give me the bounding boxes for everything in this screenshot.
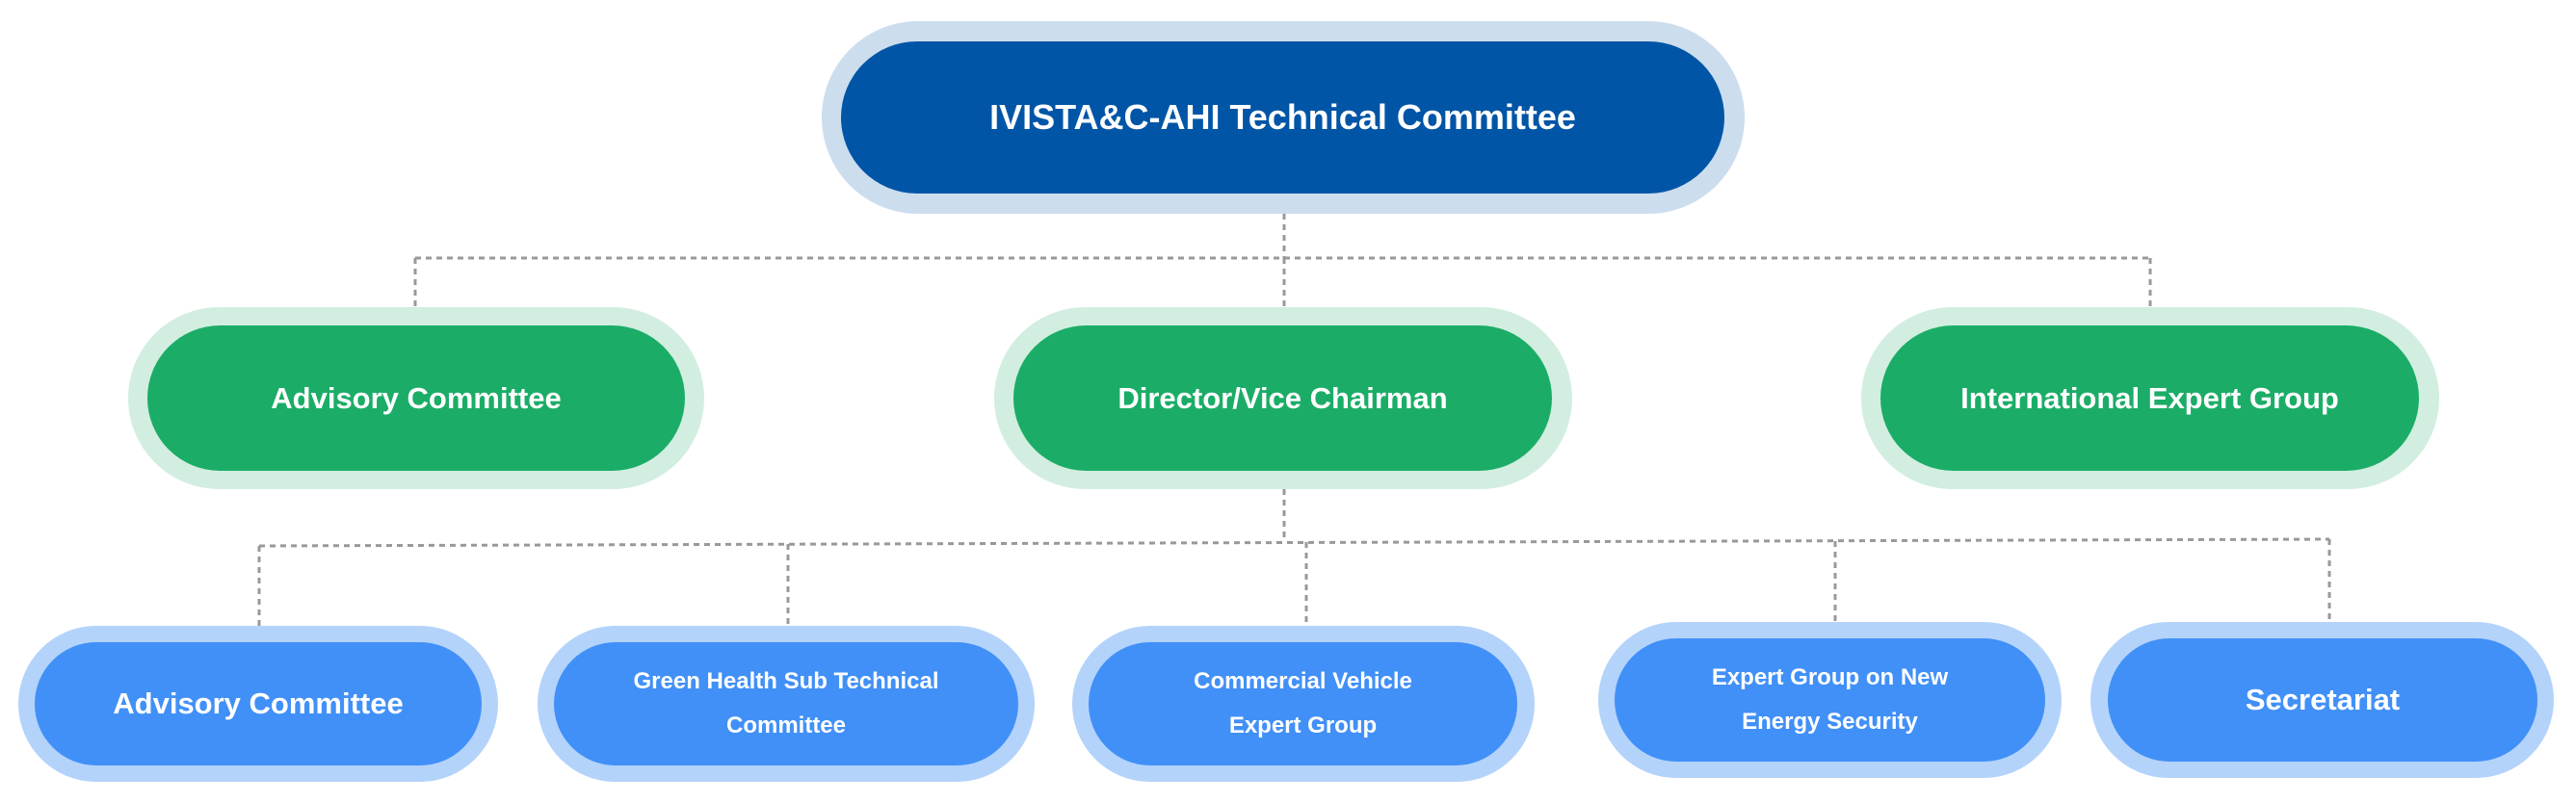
node-label: Advisory Committee <box>147 325 685 471</box>
connector-level3-bar <box>258 537 2330 548</box>
node-label: Secretariat <box>2108 638 2537 762</box>
root-node-label: IVISTA&C-AHI Technical Committee <box>841 41 1724 194</box>
node-label: Advisory Committee <box>35 642 482 765</box>
node-label: Green Health Sub Technical Committee <box>554 642 1018 765</box>
node-label: Commercial Vehicle Expert Group <box>1089 642 1517 765</box>
node-label: Expert Group on New Energy Security <box>1615 638 2045 762</box>
node-label: International Expert Group <box>1880 325 2419 471</box>
node-label: Director/Vice Chairman <box>1013 325 1552 471</box>
